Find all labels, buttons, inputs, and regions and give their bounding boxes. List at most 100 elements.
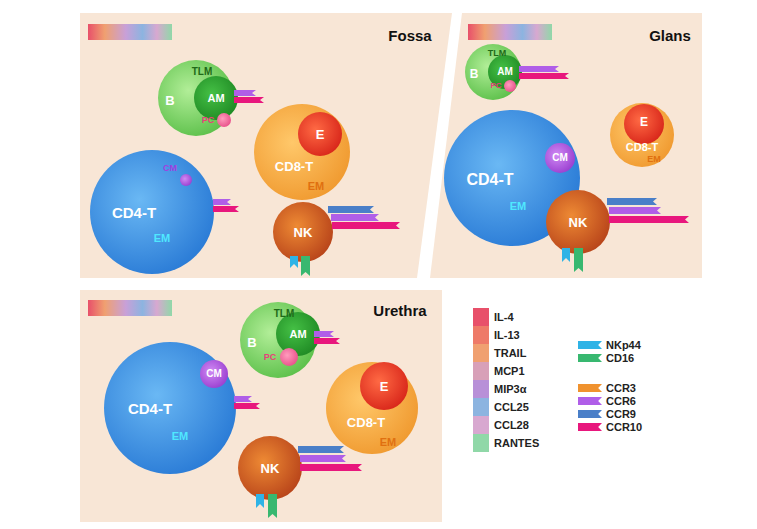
node-outline [180, 174, 192, 186]
node-outline [217, 113, 231, 127]
cell-label: CM [206, 369, 222, 379]
legend-label: CCL28 [494, 420, 529, 431]
cell-label: EM [380, 437, 397, 448]
node-outline [280, 348, 298, 366]
receptor-flag [519, 73, 569, 79]
cell-label: PC [490, 82, 501, 90]
cell-label: CD4-T [466, 172, 513, 188]
e-cell: E [624, 104, 664, 144]
legend-swatch [473, 380, 489, 398]
legend-swatch [578, 410, 602, 418]
cell-circle [465, 44, 521, 100]
cell-circle [504, 80, 516, 92]
cell-circle [624, 104, 664, 144]
cm-cell: CM [545, 143, 575, 173]
cell-circle [276, 312, 320, 356]
cell-label: EM [172, 431, 189, 442]
legend-label: CCR9 [606, 409, 636, 420]
cell-label: E [640, 116, 648, 128]
receptor-flag [234, 97, 264, 103]
cell-label: B [247, 336, 256, 349]
legend-label: CCL25 [494, 402, 529, 413]
cell-label: AM [289, 329, 306, 340]
nk-cell: NK [273, 202, 333, 262]
cd8-t-cell: CD8-TEME [254, 104, 350, 200]
receptor-flag [519, 66, 559, 72]
cd4-t-cell: CD4-T EM CM [90, 150, 214, 274]
receptor-flag [234, 90, 256, 96]
tissue-panel: UrethraTLMBAMPCCD4-TEMCMCD8-TEMENK [80, 290, 442, 522]
cell-label: CD4-T [112, 205, 156, 220]
receptor-stub [268, 494, 277, 518]
legend-swatch [578, 423, 602, 431]
b-cell: TLMBAMPC [158, 60, 234, 136]
legend-label: CCR10 [606, 422, 642, 433]
cell-circle [545, 143, 575, 173]
am-cell: AM [194, 76, 238, 120]
cell-label: B [165, 94, 174, 107]
receptor-flag [609, 207, 661, 214]
cell-label: CM [163, 164, 177, 173]
cell-label: EM [154, 233, 171, 244]
receptor-flag [234, 403, 260, 409]
panel-title: Fossa [388, 28, 431, 43]
cell-circle [326, 362, 418, 454]
legend-label: CCR3 [606, 383, 636, 394]
cell-label: TLM [274, 309, 295, 319]
pc-cell: PC [504, 80, 516, 92]
receptor-flag [328, 206, 374, 213]
cell-circle [610, 103, 674, 167]
panel-shape [430, 13, 702, 278]
legend-label: CCR6 [606, 396, 636, 407]
receptor-flag [213, 206, 239, 212]
legend-label: NKp44 [606, 340, 641, 351]
panel-shape [80, 13, 452, 278]
cell-circle [90, 150, 214, 274]
cell-circle [280, 348, 298, 366]
cytokine-bar [88, 24, 172, 40]
receptor-stub [256, 494, 264, 508]
cell-label: CD8-T [626, 142, 658, 153]
cd4-t-cell: CD4-TEMCM [104, 342, 236, 474]
cytokine-bar [88, 300, 172, 316]
cell-label: EM [510, 201, 527, 212]
receptor-flag [300, 464, 362, 471]
cd8-t-cell: CD8-TEME [326, 362, 418, 454]
receptor-stub [290, 256, 298, 268]
cell-label: B [470, 68, 479, 80]
node-outline [254, 104, 350, 200]
receptor-flag [607, 198, 657, 205]
panel-title: Urethra [373, 303, 426, 318]
cell-circle [194, 76, 238, 120]
legend-label: MCP1 [494, 366, 525, 377]
cell-label: EM [308, 181, 325, 192]
legend-swatch [578, 341, 602, 349]
legend-swatch [473, 362, 489, 380]
receptor-flag [213, 199, 231, 205]
cm-cell: CM [200, 360, 228, 388]
pc-cell: PC [217, 113, 231, 127]
nk-cell: NK [546, 190, 610, 254]
cell-circle [254, 104, 350, 200]
receptor-stub [562, 248, 570, 262]
cell-label: EM [647, 155, 661, 164]
receptor-flag [332, 222, 400, 229]
legend-swatch [578, 397, 602, 405]
cell-label: PC [202, 116, 215, 125]
legend-swatch [473, 434, 489, 452]
cell-circle [298, 112, 342, 156]
legend-label: TRAIL [494, 348, 526, 359]
legend-swatch [578, 384, 602, 392]
pc-cell: PC [280, 348, 298, 366]
receptor-flag [314, 331, 334, 337]
cell-label: CD8-T [347, 416, 385, 429]
cell-label: AM [497, 67, 513, 77]
receptor-flag [609, 216, 689, 223]
receptor-flag [331, 214, 379, 221]
cell-circle [273, 202, 333, 262]
legend-label: MIP3α [494, 384, 526, 395]
receptor-flag [298, 446, 344, 453]
cell-label: NK [294, 226, 313, 239]
receptor-flag [314, 338, 340, 344]
